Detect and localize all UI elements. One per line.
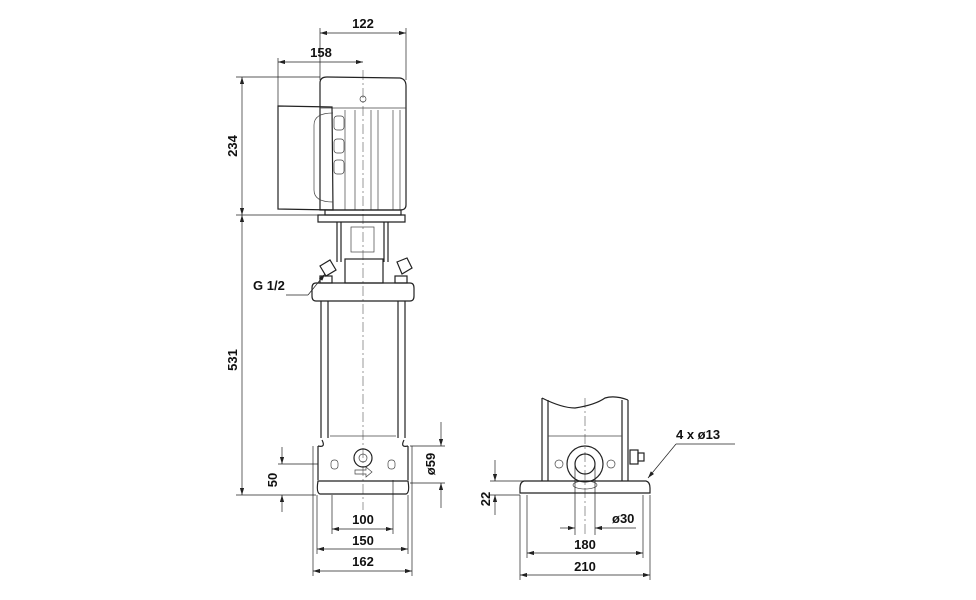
dim-motor-height: 234	[225, 134, 240, 156]
break-line	[541, 396, 629, 409]
front-view: 122 158 234 531 G 1/2 50 ø59	[225, 16, 445, 576]
dim-motor-width: 122	[352, 16, 374, 31]
drain-plug-left	[319, 259, 337, 277]
pump-head	[311, 222, 415, 302]
callout-drain-thread: G 1/2	[253, 278, 285, 293]
front-dimensions: 122 158 234 531 G 1/2 50 ø59	[225, 16, 445, 576]
dim-port-diameter: ø59	[423, 453, 438, 475]
inlet-port	[353, 448, 373, 468]
pump-sleeve	[320, 301, 406, 438]
dim-inlet-height: 50	[265, 473, 280, 487]
callout-mounting-holes: 4 x ø13	[676, 427, 720, 442]
dim-terminal-box-offset: 158	[310, 45, 332, 60]
lifting-eye-icon	[359, 95, 367, 103]
base-foot	[519, 480, 651, 494]
dim-base-inner-width: 150	[352, 533, 374, 548]
side-view: 22 ø30 180 210 4 x ø13	[478, 396, 735, 580]
dim-port-spacing: 100	[352, 512, 374, 527]
dim-base-width: 162	[352, 554, 374, 569]
side-dimensions: 22 ø30 180 210 4 x ø13	[478, 427, 735, 580]
pump-base	[316, 439, 410, 495]
outlet-flange	[566, 445, 604, 483]
vent-plug	[629, 449, 639, 465]
terminal-box	[277, 105, 334, 211]
dim-foot-width: 210	[574, 559, 596, 574]
dim-pump-height: 531	[225, 349, 240, 371]
dim-hole-diameter: ø30	[612, 511, 634, 526]
flow-arrow-icon	[354, 466, 373, 478]
dim-hole-spacing: 180	[574, 537, 596, 552]
dim-foot-height: 22	[478, 492, 493, 506]
motor	[277, 76, 407, 223]
drain-plug-right	[396, 257, 413, 275]
